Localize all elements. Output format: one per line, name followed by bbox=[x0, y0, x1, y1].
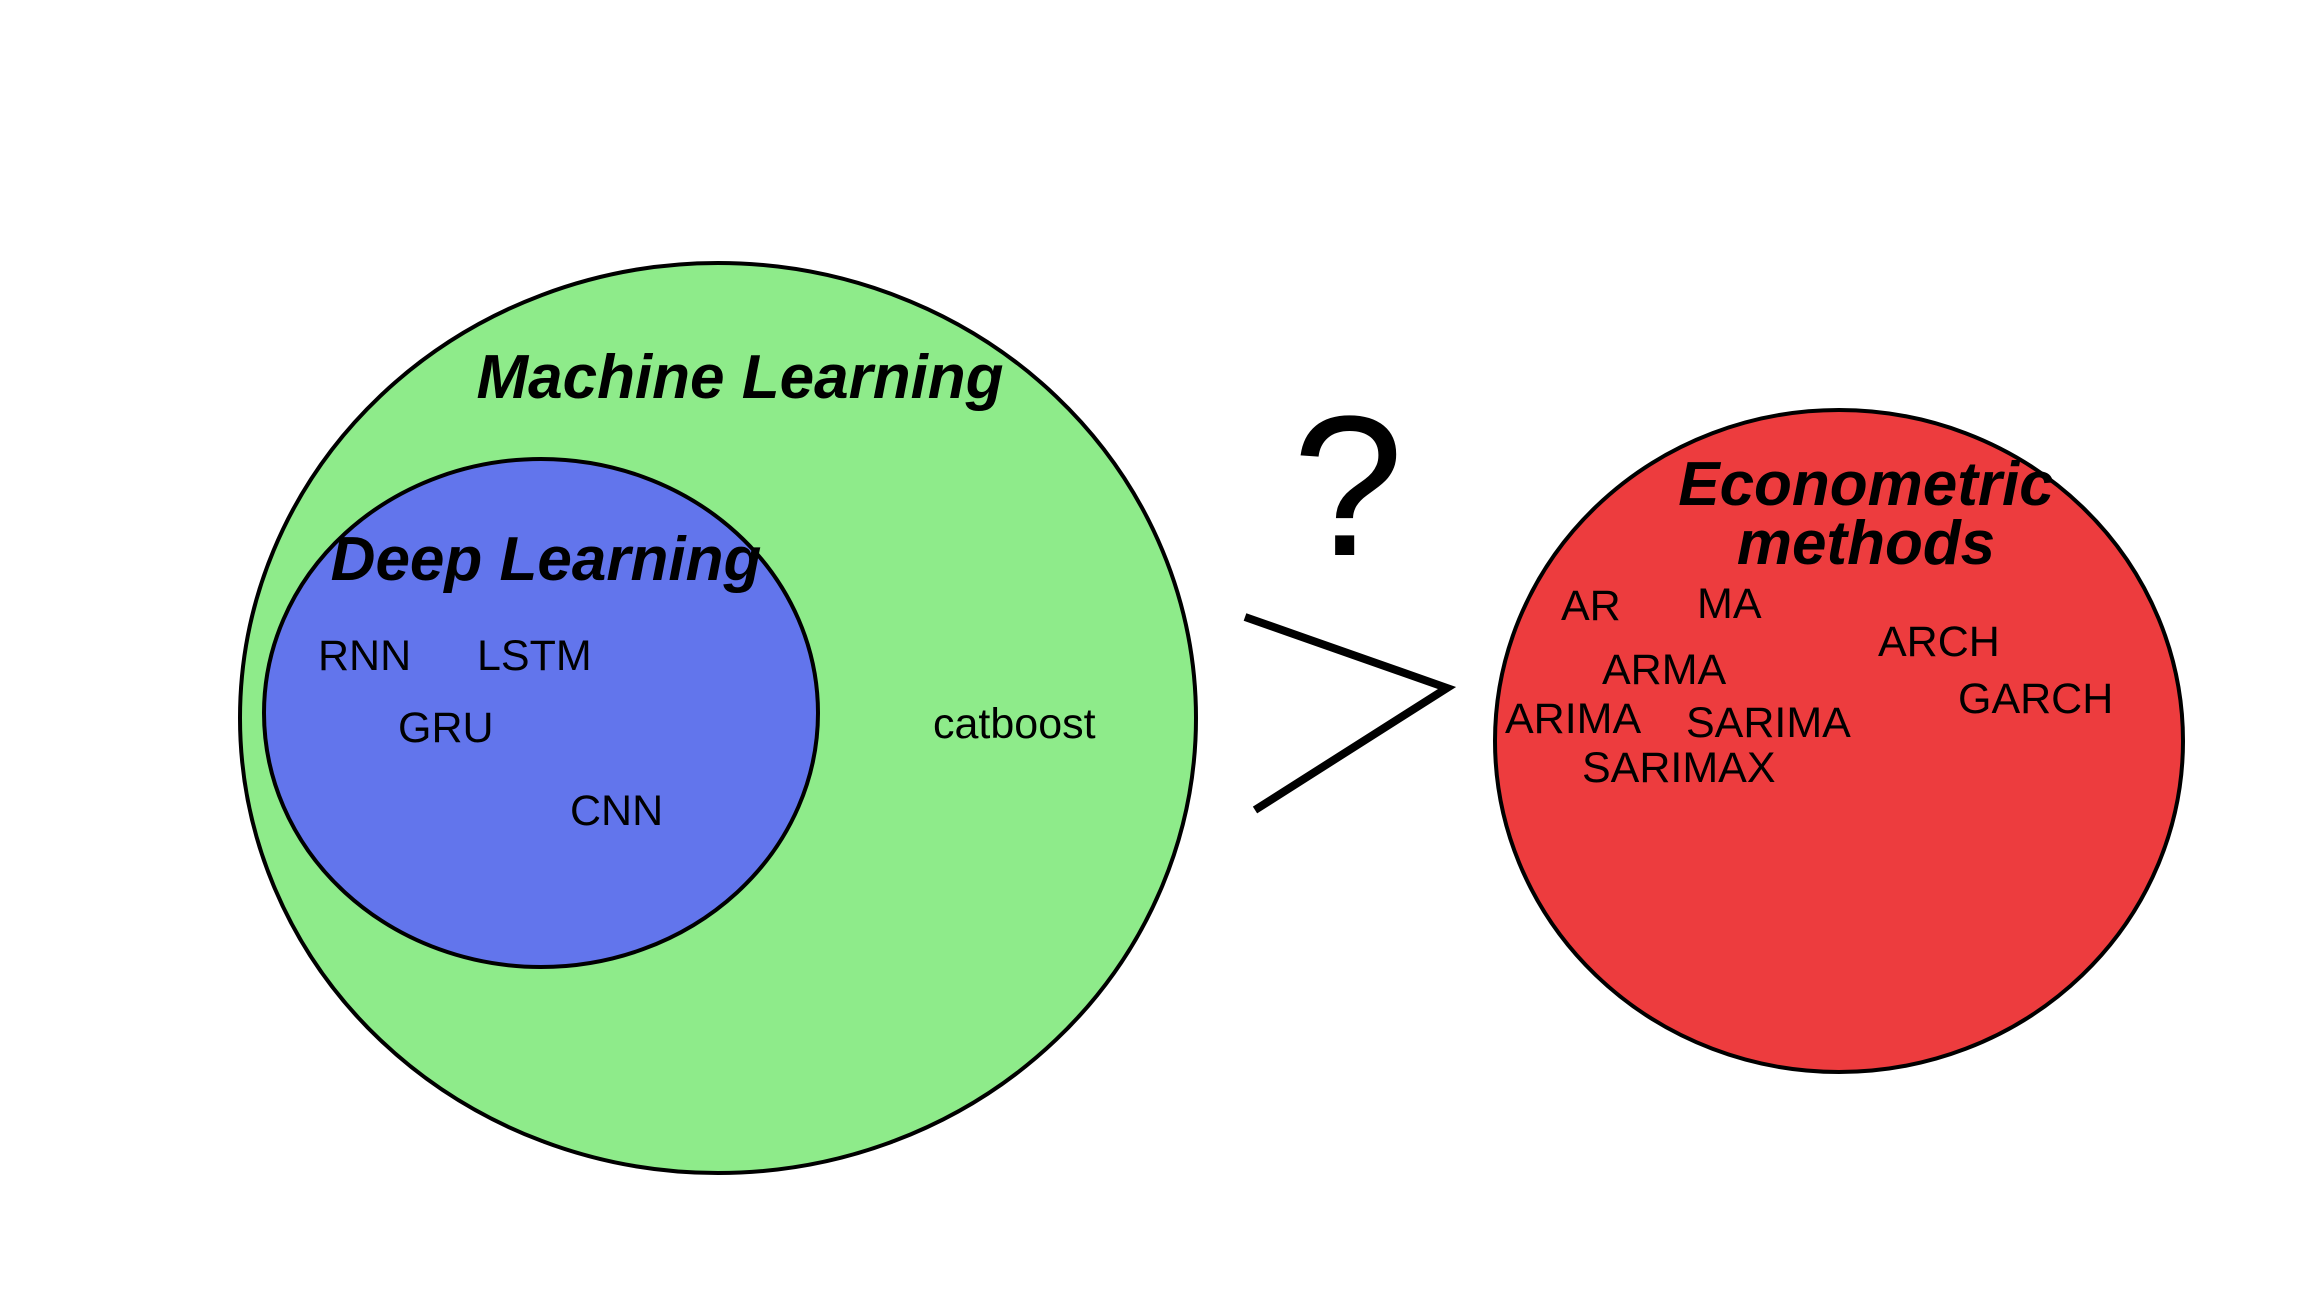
greater-than-symbol bbox=[1243, 613, 1457, 814]
dl-item-rnn: RNN bbox=[318, 632, 411, 680]
econ-item-ma: MA bbox=[1697, 580, 1762, 628]
econ-item-sarimax: SARIMAX bbox=[1582, 744, 1776, 792]
dl-item-lstm: LSTM bbox=[477, 632, 592, 680]
econometric-set: Econometric methods AR MA ARCH ARMA GARC… bbox=[1493, 408, 2185, 1074]
econometric-title-line1: Econometric bbox=[1678, 450, 2054, 519]
dl-item-cnn: CNN bbox=[570, 787, 663, 835]
econ-item-sarima: SARIMA bbox=[1686, 699, 1851, 747]
econometric-circle bbox=[1493, 408, 2185, 1074]
dl-item-gru: GRU bbox=[398, 704, 494, 752]
econ-item-arma: ARMA bbox=[1602, 646, 1727, 694]
deep-learning-title: Deep Learning bbox=[331, 525, 762, 594]
ml-item-catboost: catboost bbox=[933, 700, 1096, 748]
deep-learning-circle bbox=[262, 457, 820, 969]
econ-item-arima: ARIMA bbox=[1505, 695, 1642, 743]
machine-learning-title: Machine Learning bbox=[476, 343, 1003, 412]
econ-item-ar: AR bbox=[1561, 582, 1621, 630]
econ-item-garch: GARCH bbox=[1958, 675, 2113, 723]
question-mark: ? bbox=[1292, 375, 1403, 598]
econometric-title-line2: methods bbox=[1737, 509, 1995, 578]
deep-learning-set: Deep Learning RNN LSTM GRU CNN bbox=[262, 457, 820, 969]
econ-item-arch: ARCH bbox=[1878, 618, 2000, 666]
